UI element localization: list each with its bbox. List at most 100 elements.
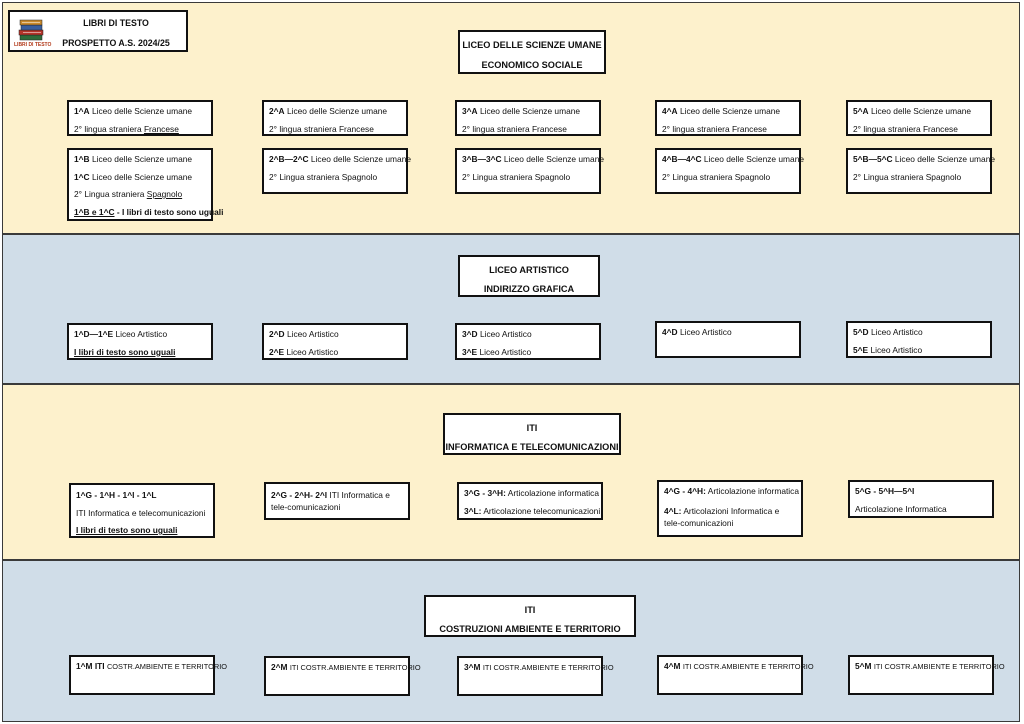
class-box-3m: 3^M ITI COSTR.AMBIENTE E TERRITORIO: [457, 656, 614, 696]
class-code: 1^D—1^E: [74, 329, 114, 339]
class-desc: Articolazione Informatica: [855, 503, 947, 514]
class-code: 3^L:: [464, 505, 482, 516]
class-code: 4^M: [664, 661, 681, 671]
class-desc: ITI Informatica e tele-comunicazioni: [271, 490, 390, 512]
class-desc: ITI COSTR.AMBIENTE E TERRITORIO: [289, 663, 421, 672]
class-code: 3^G - 3^H:: [464, 488, 506, 498]
note-code: 1^B e 1^C: [74, 206, 115, 217]
class-code: 4^L:: [664, 505, 682, 516]
class-code: 2^E: [269, 346, 285, 357]
lang-value: Francese: [531, 123, 567, 134]
class-code: 5^G - 5^H—5^I: [855, 486, 915, 496]
class-desc: Articolazione informatica: [707, 486, 800, 496]
class-box-4m: 4^M ITI COSTR.AMBIENTE E TERRITORIO: [657, 655, 814, 695]
class-desc: Liceo delle Scienze umane: [479, 106, 581, 116]
class-box-3d-3e: 3^D Liceo Artistico 3^E Liceo Artistico: [455, 323, 601, 360]
lang-label: 2° lingua straniera: [462, 123, 532, 134]
title-line: LICEO ARTISTICO: [489, 265, 569, 275]
class-box-5b-5c: 5^B—5^C Liceo delle Scienze umane 2° Lin…: [846, 148, 996, 194]
class-desc: Articolazioni Informatica e tele-comunic…: [664, 505, 780, 528]
class-code: 2^D: [269, 329, 285, 339]
class-box-5g-5i: 5^G - 5^H—5^I Articolazione Informatica: [848, 480, 994, 518]
class-code: 3^M: [464, 662, 481, 672]
class-desc: ITI COSTR.AMBIENTE E TERRITORIO: [482, 663, 614, 672]
class-desc: Liceo delle Scienze umane: [286, 106, 388, 116]
class-code: 4^G - 4^H:: [664, 486, 706, 496]
title-line: INFORMATICA E TELECOMUNICAZIONI: [445, 442, 619, 452]
lang-label: 2° Lingua straniera Spagnolo: [853, 171, 962, 182]
class-desc: Liceo Artistico: [115, 329, 168, 339]
class-desc: Liceo delle Scienze umane: [703, 154, 805, 164]
class-desc: ITI COSTR.AMBIENTE E TERRITORIO: [682, 662, 814, 671]
class-box-4d: 4^D Liceo Artistico: [655, 321, 801, 358]
lang-label: 2° lingua straniera: [269, 123, 339, 134]
title-iti-costruzioni: ITI COSTRUZIONI AMBIENTE E TERRITORIO: [424, 595, 636, 637]
class-box-2d-2e: 2^D Liceo Artistico 2^E Liceo Artistico: [262, 323, 408, 360]
class-code: 1^G - 1^H - 1^I - 1^L: [76, 490, 157, 500]
class-code: 2^B—2^C: [269, 154, 309, 164]
class-code: 2^G - 2^H- 2^I: [271, 490, 328, 500]
lang-label: 2° Lingua straniera Spagnolo: [269, 171, 378, 182]
note-text: - I libri di testo sono uguali: [114, 206, 224, 217]
class-desc: Liceo delle Scienze umane: [894, 154, 996, 164]
class-desc: Liceo Artistico: [286, 329, 339, 339]
class-box-5a: 5^A Liceo delle Scienze umane 2° lingua …: [846, 100, 992, 136]
title-line: LICEO DELLE SCIENZE UMANE: [462, 40, 602, 50]
title-line: ECONOMICO SOCIALE: [481, 60, 583, 70]
class-box-1d-1e: 1^D—1^E Liceo Artistico I libri di testo…: [67, 323, 213, 360]
class-desc: Liceo delle Scienze umane: [679, 106, 781, 116]
logo-caption: LIBRI DI TESTO: [14, 42, 52, 48]
class-code: 5^A: [853, 106, 869, 116]
class-box-2a: 2^A Liceo delle Scienze umane 2° lingua …: [262, 100, 408, 136]
class-code: 4^B—4^C: [662, 154, 702, 164]
class-box-2b-2c: 2^B—2^C Liceo delle Scienze umane 2° Lin…: [262, 148, 412, 194]
class-desc: Liceo delle Scienze umane: [503, 154, 605, 164]
lang-label: 2° Lingua straniera Spagnolo: [662, 171, 771, 182]
class-box-4a: 4^A Liceo delle Scienze umane 2° lingua …: [655, 100, 801, 136]
lang-label: 2° lingua straniera: [853, 123, 923, 134]
class-code: 3^A: [462, 106, 478, 116]
title-liceo-scienze-umane: LICEO DELLE SCIENZE UMANE ECONOMICO SOCI…: [458, 30, 606, 74]
class-desc: Liceo Artistico: [479, 329, 532, 339]
lang-value: Francese: [143, 123, 179, 134]
class-desc: Liceo Artistico: [679, 327, 732, 337]
class-code: 3^E: [462, 346, 478, 357]
class-desc: Liceo Artistico: [479, 346, 532, 357]
class-desc: Liceo delle Scienze umane: [870, 106, 972, 116]
class-code: 5^E: [853, 344, 869, 355]
title-line: INDIRIZZO GRAFICA: [483, 284, 575, 294]
class-code: 5^M: [855, 661, 872, 671]
class-code: 3^D: [462, 329, 478, 339]
lang-value: Spagnolo: [146, 189, 183, 199]
class-code: 1^C: [74, 171, 90, 182]
lang-label: 2° lingua straniera: [74, 123, 144, 134]
class-code: 1^M ITI: [76, 661, 105, 671]
class-box-2g-2i: 2^G - 2^H- 2^I ITI Informatica e tele-co…: [264, 482, 410, 520]
class-desc: Liceo delle Scienze umane: [91, 171, 193, 182]
class-code: 5^B—5^C: [853, 154, 893, 164]
class-code: 2^M: [271, 662, 288, 672]
class-box-4g-4l: 4^G - 4^H: Articolazione informatica 4^L…: [657, 480, 803, 537]
lang-label: 2° lingua straniera: [662, 123, 732, 134]
books-logo-icon: LIBRI DI TESTO: [14, 17, 52, 48]
class-desc: Liceo delle Scienze umane: [310, 154, 412, 164]
title-line: COSTRUZIONI AMBIENTE E TERRITORIO: [439, 624, 621, 634]
note-text: I libri di testo sono uguali: [74, 346, 176, 357]
lang-label: 2° Lingua straniera: [74, 189, 147, 199]
lang-label: 2° Lingua straniera Spagnolo: [462, 171, 571, 182]
class-box-1b-1c: 1^B Liceo delle Scienze umane 1^C Liceo …: [67, 148, 223, 221]
class-box-3b-3c: 3^B—3^C Liceo delle Scienze umane 2° Lin…: [455, 148, 605, 194]
class-box-3g-3l: 3^G - 3^H: Articolazione informatica 3^L…: [457, 482, 603, 520]
class-desc: Liceo delle Scienze umane: [91, 106, 193, 116]
class-box-3a: 3^A Liceo delle Scienze umane 2° lingua …: [455, 100, 601, 136]
class-code: 3^B—3^C: [462, 154, 502, 164]
lang-value: Francese: [338, 123, 374, 134]
class-box-5d-5e: 5^D Liceo Artistico 5^E Liceo Artistico: [846, 321, 992, 358]
class-box-5m: 5^M ITI COSTR.AMBIENTE E TERRITORIO: [848, 655, 1005, 695]
class-desc: Articolazione telecomunicazioni: [483, 505, 601, 516]
class-box-2m: 2^M ITI COSTR.AMBIENTE E TERRITORIO: [264, 656, 421, 696]
title-iti-informatica: ITI INFORMATICA E TELECOMUNICAZIONI: [443, 413, 621, 455]
class-desc: Liceo delle Scienze umane: [91, 154, 193, 164]
class-desc: ITI COSTR.AMBIENTE E TERRITORIO: [873, 662, 1005, 671]
header-subtitle: PROSPETTO A.S. 2024/25: [62, 38, 170, 48]
